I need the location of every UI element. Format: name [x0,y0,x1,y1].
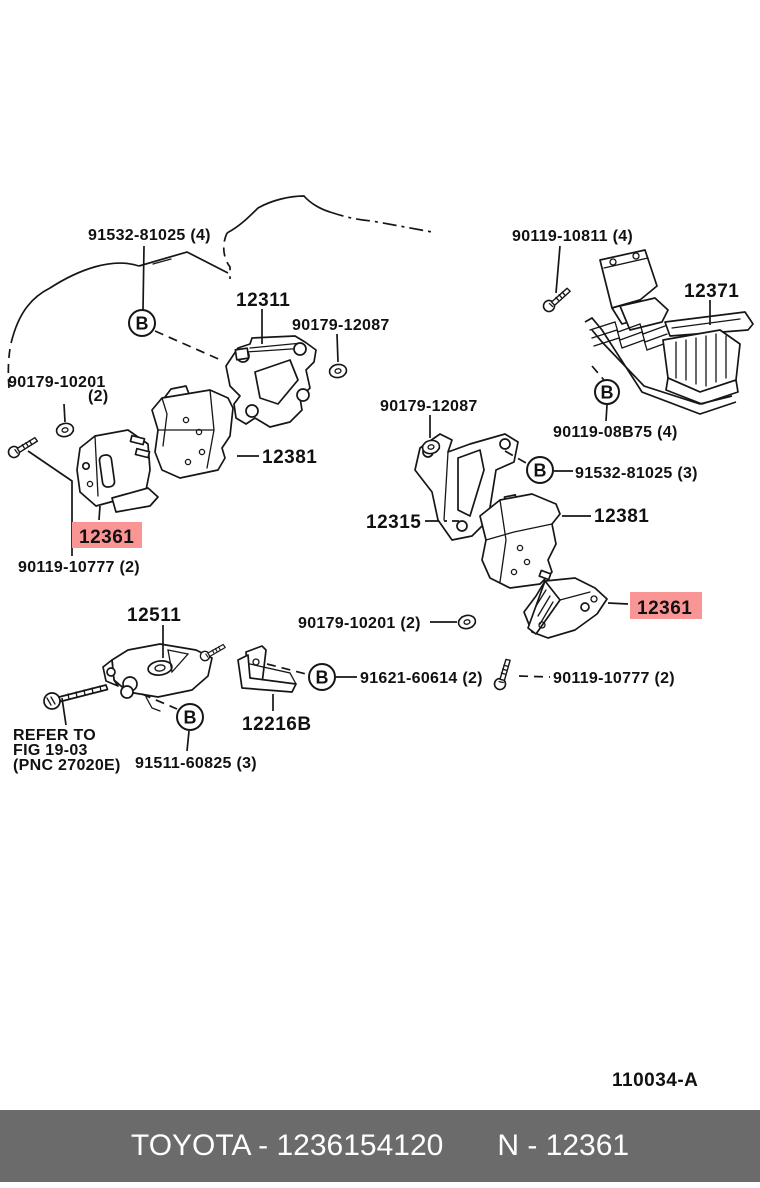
b-marker-label: B [184,708,197,728]
b-marker-label: B [136,314,149,334]
stud-bolt-icon [198,643,228,663]
label-90179-10201-left-line2: (2) [88,388,108,405]
label-90179-12087-right: 90179-12087 [380,398,478,415]
bolt-icon [489,657,519,693]
part-12315-drawing [414,433,519,541]
nut-icon [456,612,478,632]
nut-icon [54,420,76,440]
figure-code: 110034-A [612,1070,698,1091]
footer-brand-part: TOYOTA - 1236154120 [130,1129,444,1162]
label-12511: 12511 [127,605,181,626]
footer-bar: TOYOTA - 1236154120 N - 12361 [0,1110,760,1182]
part-12511-drawing [102,643,228,712]
long-bolt-icon [43,684,109,710]
b-marker-top-left: B [128,309,156,337]
label-90119-10777-right: 90119-10777 (2) [553,670,675,687]
highlight-12361-right-label[interactable]: 12361 [637,598,692,619]
part-12371-drawing [584,249,754,415]
part-12311-drawing [225,335,317,428]
part-12381-left-drawing [151,385,234,479]
part-12381-right-drawing [479,493,561,589]
label-90179-10201-bottom: 90179-10201 (2) [298,615,421,632]
label-12381-right: 12381 [594,506,649,527]
label-90179-12087-top: 90179-12087 [292,317,390,334]
highlight-12361-left[interactable]: 12361 [72,522,142,548]
label-91621-60614: 91621-60614 (2) [360,670,483,687]
label-91532-81025-4: 91532-81025 (4) [88,227,211,244]
b-marker-label: B [316,668,329,688]
footer-part-ref: N - 12361 [497,1129,630,1162]
engine-outline [7,195,433,389]
label-12381-left: 12381 [262,447,317,468]
highlight-12361-right[interactable]: 12361 [630,592,702,619]
part-12216b-drawing [237,645,297,693]
label-refer-line3: (PNC 27020E) [13,757,121,774]
part-12361-left-drawing [76,429,159,513]
label-90119-10777-left: 90119-10777 (2) [18,559,140,576]
label-12311: 12311 [236,290,290,311]
nut-icon [327,362,349,380]
label-90119-10811: 90119-10811 (4) [512,228,633,245]
label-refer-line2: FIG 19-03 [13,742,88,759]
label-12315: 12315 [366,512,421,533]
label-90119-08b75: 90119-08B75 (4) [553,424,678,441]
part-12361-right-drawing [523,569,608,639]
label-refer-line1: REFER TO [13,727,96,744]
bolt-icon [539,286,576,315]
b-marker-bottom-left: B [176,703,204,731]
label-91532-81025-3: 91532-81025 (3) [575,465,698,482]
b-marker-mid-right: B [526,456,554,484]
label-12371: 12371 [684,281,739,302]
b-marker-label: B [534,461,547,481]
label-90179-10201-left-line1: 90179-10201 [8,374,106,391]
b-marker-bottom-mid: B [308,663,336,691]
b-marker-upper-right: B [594,379,620,405]
label-91511-60825: 91511-60825 (3) [135,755,257,772]
highlight-12361-left-label[interactable]: 12361 [79,527,134,548]
label-12216b: 12216B [242,714,312,735]
b-marker-label: B [601,383,614,403]
parts-diagram: B B B B B [5,195,754,1091]
